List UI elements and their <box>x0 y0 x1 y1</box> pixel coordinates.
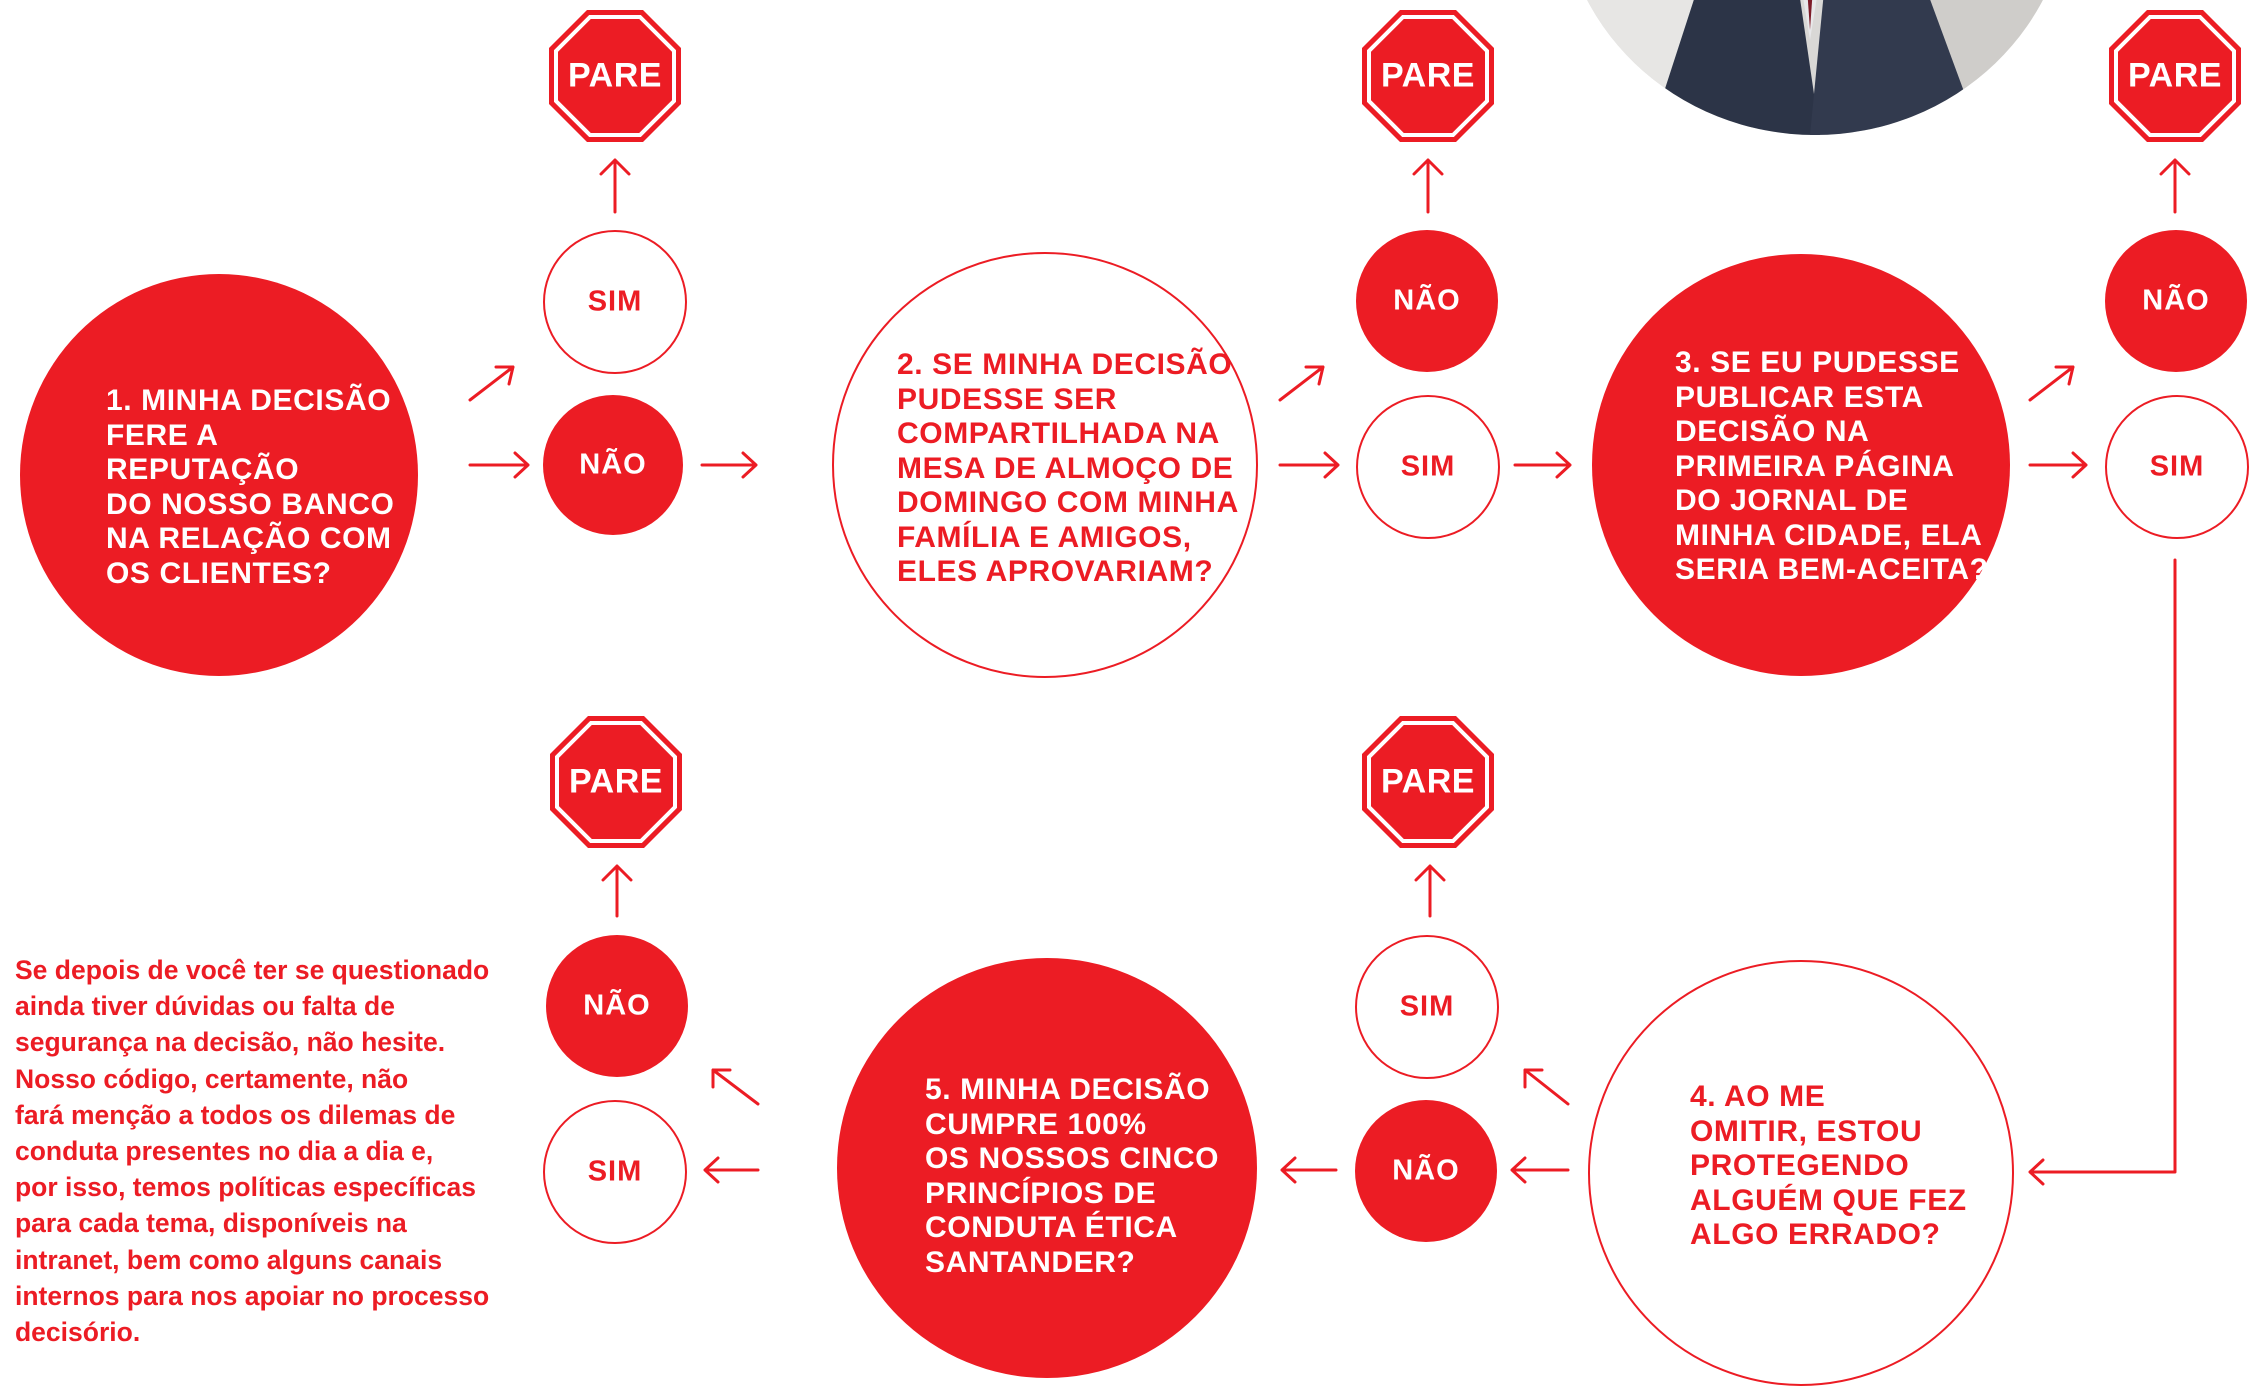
answer-nao-q1: NÃO <box>543 395 683 535</box>
pare-sign-3: PARE <box>2107 8 2243 144</box>
pare-label: PARE <box>1381 56 1475 95</box>
pare-sign-4: PARE <box>1360 714 1496 850</box>
guidance-note: Se depois de você ter se questionado ain… <box>15 955 490 1348</box>
question-2-text: 2. SE MINHA DECISÃO PUDESSE SER COMPARTI… <box>897 348 1239 588</box>
answer-sim-q4: SIM <box>1355 935 1499 1079</box>
answer-sim-q2: SIM <box>1356 395 1500 539</box>
question-5-text: 5. MINHA DECISÃO CUMPRE 100% OS NOSSOS C… <box>925 1073 1220 1279</box>
pare-sign-2: PARE <box>1360 8 1496 144</box>
pare-sign-1: PARE <box>547 8 683 144</box>
person-photo <box>1560 0 2070 135</box>
answer-nao-q3: NÃO <box>2105 230 2247 372</box>
answer-nao-q5: NÃO <box>546 935 688 1077</box>
question-3-node: 3. SE EU PUDESSE PUBLICAR ESTA DECISÃO N… <box>1592 254 2010 676</box>
question-4-node: 4. AO ME OMITIR, ESTOU PROTEGENDO ALGUÉM… <box>1588 960 2014 1386</box>
pare-label: PARE <box>568 56 662 95</box>
question-3-text: 3. SE EU PUDESSE PUBLICAR ESTA DECISÃO N… <box>1675 346 1989 586</box>
question-1-text: 1. MINHA DECISÃO FERE A REPUTAÇÃO DO NOS… <box>106 384 395 590</box>
answer-nao-q4: NÃO <box>1355 1100 1497 1242</box>
answer-nao-q2: NÃO <box>1356 230 1498 372</box>
question-1-node: 1. MINHA DECISÃO FERE A REPUTAÇÃO DO NOS… <box>20 274 418 676</box>
pare-label: PARE <box>569 762 663 801</box>
answer-sim-q1: SIM <box>543 230 687 374</box>
question-5-node: 5. MINHA DECISÃO CUMPRE 100% OS NOSSOS C… <box>837 958 1257 1378</box>
question-4-text: 4. AO ME OMITIR, ESTOU PROTEGENDO ALGUÉM… <box>1690 1080 1967 1251</box>
pare-sign-5: PARE <box>548 714 684 850</box>
answer-sim-q3: SIM <box>2105 395 2249 539</box>
pare-label: PARE <box>1381 762 1475 801</box>
pare-label: PARE <box>2128 56 2222 95</box>
answer-sim-q5: SIM <box>543 1100 687 1244</box>
question-2-node: 2. SE MINHA DECISÃO PUDESSE SER COMPARTI… <box>832 252 1258 678</box>
